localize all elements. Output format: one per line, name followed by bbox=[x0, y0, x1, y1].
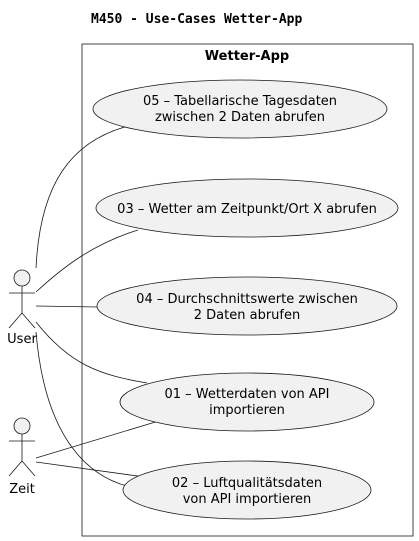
use-case-04: 04 – Durchschnittswerte zwischen 2 Daten… bbox=[96, 276, 398, 336]
association-user-uc03 bbox=[35, 229, 139, 293]
use-case-05-line-2: zwischen 2 Daten abrufen bbox=[155, 110, 325, 125]
use-case-02: 02 – Luftqualitätsdaten von API importie… bbox=[122, 460, 372, 520]
actor-zeit-head bbox=[13, 417, 31, 435]
association-zeit-uc01 bbox=[35, 419, 163, 459]
actor-zeit-left-leg bbox=[8, 460, 23, 477]
use-case-02-line-1: 02 – Luftqualitätsdaten bbox=[172, 476, 322, 491]
association-user-uc05 bbox=[35, 124, 133, 269]
system-title: Wetter-App bbox=[205, 49, 289, 64]
actor-user-head bbox=[13, 269, 31, 287]
use-case-05-line-1: 05 – Tabellarische Tagesdaten bbox=[143, 94, 337, 109]
use-case-05: 05 – Tabellarische Tagesdaten zwischen 2… bbox=[92, 79, 388, 139]
actor-user-right-leg bbox=[21, 312, 36, 329]
use-case-02-line-2: von API importieren bbox=[183, 492, 312, 507]
use-case-01-line-1: 01 – Wetterdaten von API bbox=[165, 387, 330, 402]
use-case-01-line-2: importieren bbox=[209, 403, 285, 418]
diagram-title: M450 - Use-Cases Wetter-App bbox=[91, 12, 302, 27]
actor-zeit: Zeit bbox=[8, 417, 36, 497]
actor-user: User bbox=[7, 269, 37, 347]
actor-user-left-leg bbox=[8, 312, 23, 329]
actor-zeit-label: Zeit bbox=[9, 482, 35, 497]
use-case-03: 03 – Wetter am Zeitpunkt/Ort X abrufen bbox=[95, 178, 399, 238]
association-user-uc01 bbox=[35, 321, 148, 384]
actor-zeit-right-leg bbox=[21, 460, 36, 477]
use-case-01: 01 – Wetterdaten von API importieren bbox=[119, 372, 375, 432]
association-user-uc04 bbox=[35, 305, 99, 308]
use-case-04-line-2: 2 Daten abrufen bbox=[194, 308, 300, 323]
use-case-03-line-1: 03 – Wetter am Zeitpunkt/Ort X abrufen bbox=[117, 202, 377, 217]
use-case-04-line-1: 04 – Durchschnittswerte zwischen bbox=[136, 292, 358, 307]
actor-user-label: User bbox=[7, 332, 37, 347]
association-zeit-uc02 bbox=[35, 461, 153, 479]
associations bbox=[35, 124, 163, 489]
